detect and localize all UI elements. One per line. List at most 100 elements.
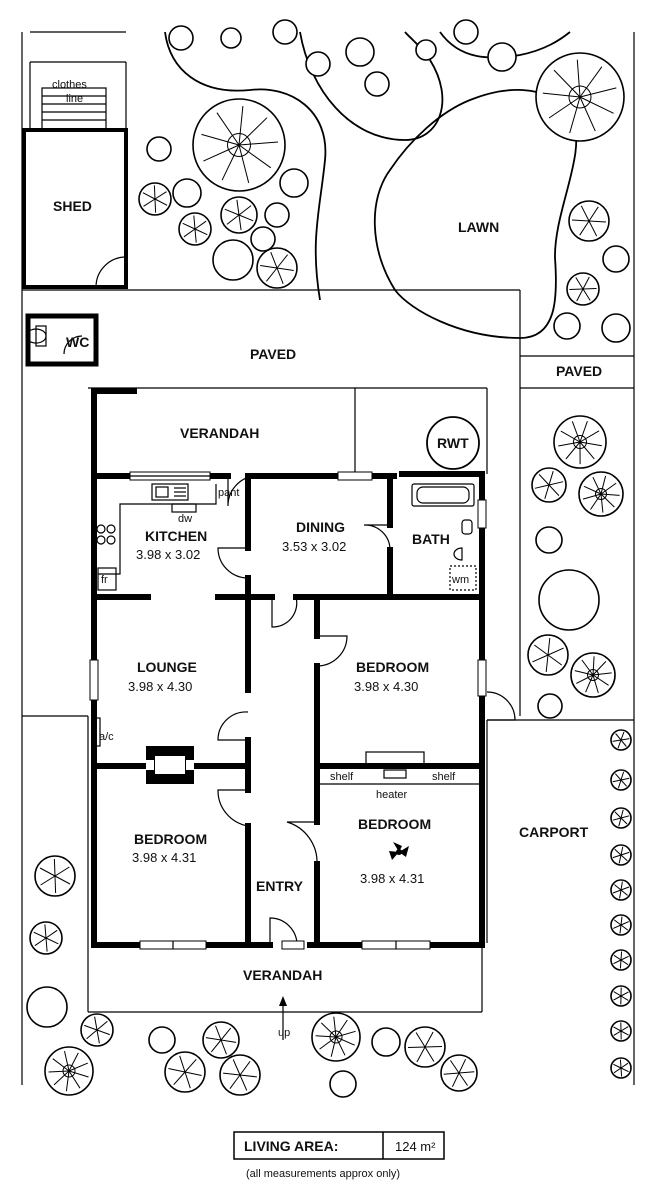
trees [26, 19, 632, 1098]
clothes-line-label: clothes [52, 79, 87, 91]
tree-icon [279, 168, 309, 198]
tree-icon [553, 312, 581, 340]
tree-icon [487, 42, 517, 72]
living-area-value: 124 m² [395, 1139, 436, 1154]
bath-label: BATH [412, 531, 450, 547]
tree-icon [553, 415, 607, 469]
aircon-label: a/c [99, 731, 114, 743]
dining-dimensions: 3.53 x 3.02 [282, 539, 346, 554]
living-area-box [233, 1131, 445, 1160]
bedroom-2-fixtures [320, 751, 480, 785]
tree-icon [610, 1020, 632, 1042]
lounge-dimensions: 3.98 x 4.30 [128, 679, 192, 694]
bedroom-1-label: BEDROOM [356, 659, 429, 675]
tree-icon [610, 985, 632, 1007]
tree-icon [602, 245, 630, 273]
lawn-label: LAWN [458, 219, 499, 235]
tree-icon [610, 769, 632, 791]
tree-icon [148, 1026, 176, 1054]
tree-icon [527, 634, 569, 676]
tree-icon [168, 25, 194, 51]
paved-side-label: PAVED [556, 363, 602, 379]
garden-bed-edge [439, 31, 571, 59]
kitchen-fixtures [96, 483, 217, 591]
tree-icon [305, 51, 331, 77]
windows [89, 471, 487, 950]
tree-icon [440, 1054, 478, 1092]
entry-label: ENTRY [256, 878, 304, 894]
tree-icon [272, 19, 298, 45]
tree-icon [34, 855, 76, 897]
shed [22, 31, 128, 289]
carport-label: CARPORT [519, 824, 589, 840]
tree-icon [610, 879, 632, 901]
tree-icon [537, 693, 563, 719]
washing-machine-label: wm [451, 574, 469, 586]
tree-icon [329, 1070, 357, 1098]
tree-icon [364, 71, 390, 97]
bath-fixtures [411, 483, 477, 591]
shed-label: SHED [53, 198, 92, 214]
tree-icon [610, 844, 632, 866]
bedroom-2-label: BEDROOM [358, 816, 431, 832]
fireplace-icon [146, 746, 194, 784]
tree-icon [212, 239, 254, 281]
dining-label: DINING [296, 519, 345, 535]
tree-icon [570, 652, 616, 698]
tree-icon [220, 27, 242, 49]
tree-icon [219, 1054, 261, 1096]
tree-icon [146, 136, 172, 162]
rwt-label: RWT [437, 435, 469, 451]
tree-icon [578, 471, 624, 517]
tree-icon [453, 19, 479, 45]
rainwater-tank [426, 416, 480, 470]
tree-icon [535, 52, 625, 142]
kitchen-label: KITCHEN [145, 528, 207, 544]
tree-icon [610, 949, 632, 971]
tree-icon [601, 313, 631, 343]
wc-label: WC [66, 334, 89, 350]
garden-bed-edge [164, 31, 327, 301]
tree-icon [610, 729, 632, 751]
verandah-front-label: VERANDAH [243, 967, 322, 983]
tree-icon [138, 182, 172, 216]
tree-icon [311, 1012, 361, 1062]
up-arrow-icon [279, 996, 287, 1040]
tree-icon [220, 196, 258, 234]
living-area-label: LIVING AREA: [244, 1138, 338, 1154]
tree-icon [256, 247, 298, 289]
tree-icon [172, 178, 202, 208]
tree-icon [29, 921, 63, 955]
tree-icon [415, 39, 437, 61]
bedroom-1-dimensions: 3.98 x 4.30 [354, 679, 418, 694]
tree-icon [371, 1027, 401, 1057]
dishwasher-label: dw [178, 513, 192, 525]
tree-icon [538, 569, 600, 631]
lawn-outline [373, 89, 578, 339]
shelf-left-label: shelf [330, 771, 354, 783]
lounge-label: LOUNGE [137, 659, 197, 675]
tree-icon [250, 226, 276, 252]
tree-icon [404, 1026, 446, 1068]
ceiling-fan-icon [389, 842, 409, 860]
verandah-back-label: VERANDAH [180, 425, 259, 441]
clothes-line-label-2: line [66, 93, 83, 105]
tree-icon [202, 1021, 240, 1059]
shelf-right-label: shelf [432, 771, 456, 783]
bedroom-3-dimensions: 3.98 x 4.31 [132, 850, 196, 865]
heater-label: heater [376, 789, 408, 801]
tree-icon [80, 1013, 114, 1047]
tree-icon [44, 1046, 94, 1096]
measurements-note: (all measurements approx only) [246, 1168, 400, 1180]
tree-icon [531, 467, 567, 503]
tree-icon [178, 212, 212, 246]
tree-icon [610, 914, 632, 936]
wc [25, 313, 99, 367]
tree-icon [568, 200, 610, 242]
bedroom-3-label: BEDROOM [134, 831, 207, 847]
kitchen-dimensions: 3.98 x 3.02 [136, 547, 200, 562]
tree-icon [345, 37, 375, 67]
tree-icon [566, 272, 600, 306]
up-label: up [278, 1027, 290, 1039]
